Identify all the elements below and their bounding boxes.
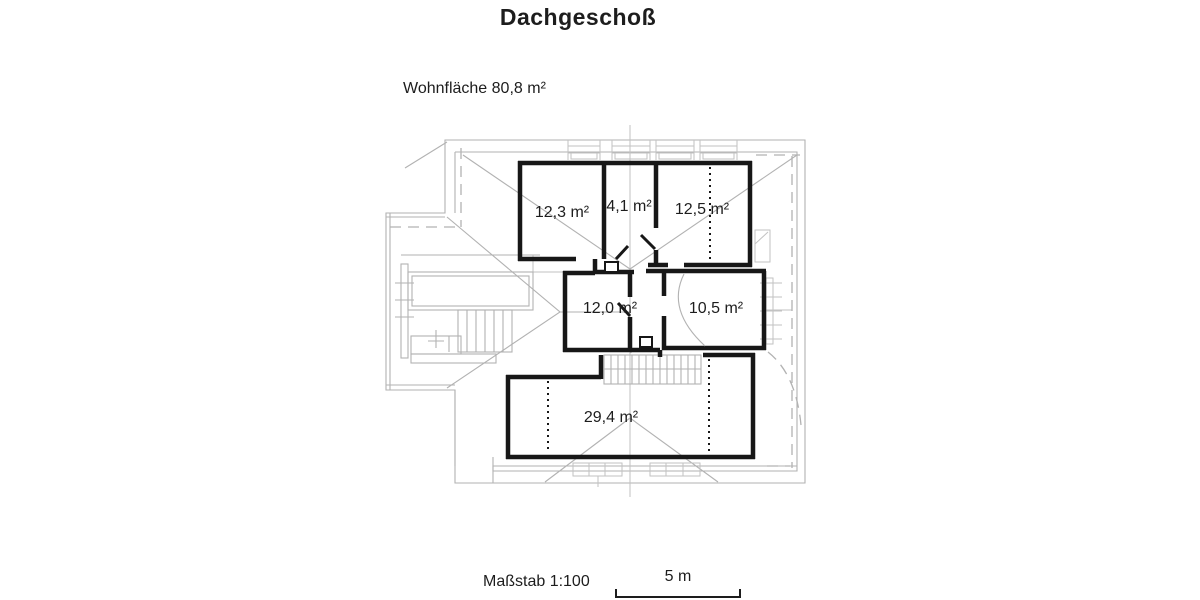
room-label-12-3: 12,3 m²	[535, 204, 590, 221]
room-top-right-walls	[648, 161, 753, 268]
room-label-29-4: 29,4 m²	[584, 409, 639, 426]
top-window-symbols	[567, 140, 738, 160]
scale-bar-label: 5 m	[665, 568, 692, 585]
room-area-labels: 12,3 m² 4,1 m² 12,5 m² 12,0 m² 10,5 m² 2…	[535, 198, 744, 426]
room-label-10-5: 10,5 m²	[689, 300, 744, 317]
door-leaf-hall	[616, 301, 632, 318]
room-bottom-large-walls	[505, 352, 756, 460]
room-hall-walls	[562, 270, 632, 353]
room-label-12-0: 12,0 m²	[583, 300, 638, 317]
shaft-symbol-2	[639, 336, 653, 348]
shaft-symbol	[604, 261, 619, 273]
central-staircase	[603, 354, 702, 385]
bottom-window-symbols	[572, 462, 701, 487]
hall-stair-step	[630, 347, 663, 357]
left-balcony-structure	[395, 254, 540, 364]
right-window-symbols	[754, 229, 782, 345]
room-label-4-1: 4,1 m²	[606, 198, 652, 215]
scale-bar-line	[615, 589, 741, 598]
scale-bar: 5 m	[615, 568, 741, 598]
door-leaf-vestibule	[614, 244, 630, 261]
door-leaf-room-4-1	[639, 233, 657, 251]
page-title: Dachgeschoß	[500, 4, 656, 30]
walls	[505, 160, 767, 460]
living-area-label: Wohnfläche 80,8 m²	[403, 80, 547, 97]
door-arc-room-10-5	[677, 273, 706, 347]
scale-label: Maßstab 1:100	[483, 573, 590, 590]
room-label-12-5: 12,5 m²	[675, 201, 730, 218]
roof-dashed-lines	[390, 148, 802, 468]
knee-wall-dotted-lines	[547, 167, 711, 453]
room-mid-right-walls	[646, 268, 767, 351]
room-top-left-walls	[517, 161, 607, 262]
